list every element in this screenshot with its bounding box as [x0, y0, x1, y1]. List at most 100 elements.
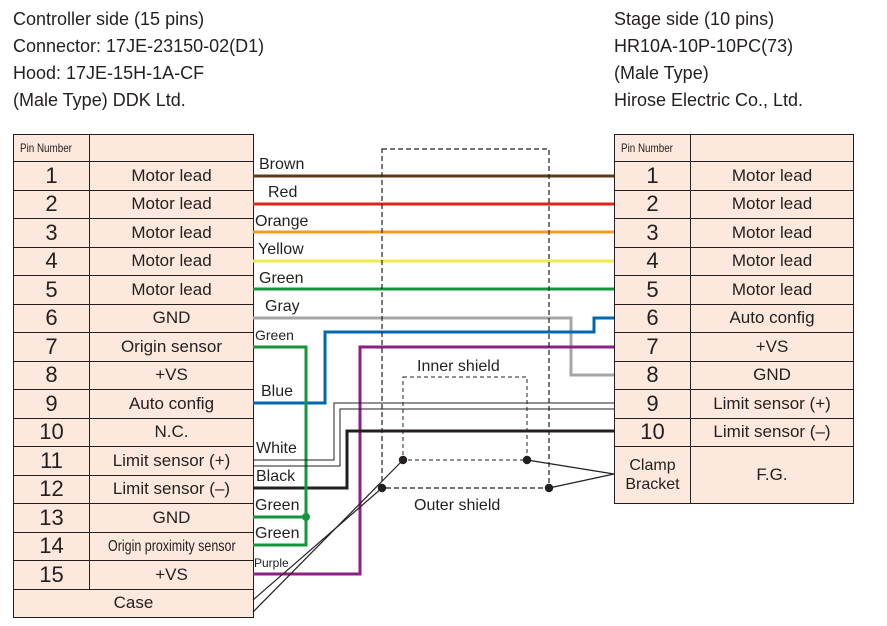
- case-cell: Case: [13, 588, 254, 618]
- inner-shield-clamp-line: [526, 459, 615, 475]
- clamp-label: Clamp: [629, 457, 676, 474]
- pin-number: 7: [13, 332, 90, 362]
- wire-label-brown: Brown: [259, 156, 304, 173]
- pin-function: Motor lead: [690, 218, 854, 248]
- white-wire-outline-b: [253, 408, 614, 467]
- blue-wire: [253, 316, 614, 405]
- wire-label-black: Black: [256, 468, 296, 485]
- function-header: [89, 134, 254, 162]
- wire-label-white: White: [256, 440, 297, 457]
- pin-number: 10: [614, 417, 691, 447]
- pin-function: Motor lead: [690, 246, 854, 276]
- wire-label-red: Red: [268, 184, 297, 201]
- pin-row: 8+VS: [13, 360, 254, 390]
- wire-label-purple: Purple: [254, 556, 289, 570]
- stage-connector-label: HR10A-10P-10PC(73): [614, 36, 794, 56]
- pin-number: 3: [13, 218, 90, 248]
- pin-function: +VS: [89, 560, 254, 590]
- white-wire-outline-a: [253, 402, 614, 461]
- shield-connection-dot: [398, 455, 408, 465]
- shield-connection-dot: [377, 483, 387, 493]
- pin-function: Limit sensor (–): [690, 417, 854, 447]
- pin-function: +VS: [89, 360, 254, 390]
- controller-side-header: Controller side (15 pins) Connector: 17J…: [13, 6, 264, 114]
- controller-connector-label: Connector: 17JE-23150-02(D1): [13, 36, 265, 56]
- wire-label-orange: Orange: [255, 213, 308, 230]
- wire-label-gray: Gray: [265, 298, 300, 315]
- black-wire: [253, 429, 614, 490]
- pin-function: Origin proximity sensor: [89, 531, 254, 561]
- stage-side-header: Stage side (10 pins) HR10A-10P-10PC(73) …: [614, 6, 803, 114]
- wire-label-green2: Green: [255, 327, 294, 343]
- pin-number: 2: [614, 189, 691, 219]
- wire-label-green4: Green: [255, 525, 299, 542]
- pin-number: 5: [13, 275, 90, 305]
- pin-number: 4: [614, 246, 691, 276]
- pin-number: 1: [13, 161, 90, 191]
- wire-label-blue: Blue: [261, 383, 293, 400]
- pin-number: 10: [13, 417, 90, 447]
- pin-number-header: Pin Number: [614, 134, 691, 162]
- stage-maker-label: Hirose Electric Co., Ltd.: [614, 90, 804, 110]
- wire-label-yellow: Yellow: [258, 241, 304, 258]
- pin-number: 4: [13, 246, 90, 276]
- pin-function: Auto config: [89, 389, 254, 419]
- controller-hood-label: Hood: 17JE-15H-1A-CF: [13, 63, 205, 83]
- inner-shield-outline: [402, 376, 528, 461]
- wire-label-green1: Green: [259, 270, 303, 287]
- pin-number: 15: [13, 560, 90, 590]
- outer-shield-drain-line: [252, 487, 383, 601]
- pin-function: N.C.: [89, 417, 254, 447]
- outer-shield-outline: [381, 148, 550, 489]
- controller-side-title: Controller side (15 pins): [13, 9, 205, 29]
- wire-label-green3: Green: [255, 497, 299, 514]
- frame-ground-cell: F.G.: [690, 446, 854, 504]
- pin-number: 3: [614, 218, 691, 248]
- green-junction-dot: [302, 513, 310, 521]
- purple-wire: [253, 345, 614, 576]
- pin-number: 8: [13, 360, 90, 390]
- pin-function-text: Origin proximity sensor: [107, 538, 236, 556]
- pin-function: Limit sensor (+): [89, 446, 254, 476]
- pin-row: 15+VS: [13, 560, 254, 590]
- inner-shield-drain-line: [252, 459, 404, 613]
- case-row: Case: [13, 588, 254, 618]
- pin-function: Motor lead: [89, 189, 254, 219]
- controller-maker-label: (Male Type) DDK Ltd.: [13, 90, 186, 110]
- pin-number-header: Pin Number: [13, 134, 90, 162]
- table-header-row: Pin Number: [13, 134, 254, 162]
- bracket-label: Bracket: [625, 476, 680, 493]
- green-wire-gnd-loop: [253, 345, 308, 547]
- pin-function: GND: [690, 360, 854, 390]
- pin-function: Motor lead: [690, 161, 854, 191]
- outer-shield-clamp-line: [548, 473, 615, 489]
- inner-shield-label: Inner shield: [417, 358, 500, 375]
- pin-function: Motor lead: [690, 189, 854, 219]
- shield-connection-dot: [544, 483, 554, 493]
- function-header: [690, 134, 854, 162]
- pin-function: Motor lead: [89, 218, 254, 248]
- pin-function: GND: [89, 503, 254, 533]
- outer-shield-label: Outer shield: [414, 497, 500, 514]
- pin-number: 1: [614, 161, 691, 191]
- pin-function: Motor lead: [89, 246, 254, 276]
- pin-function: Motor lead: [89, 275, 254, 305]
